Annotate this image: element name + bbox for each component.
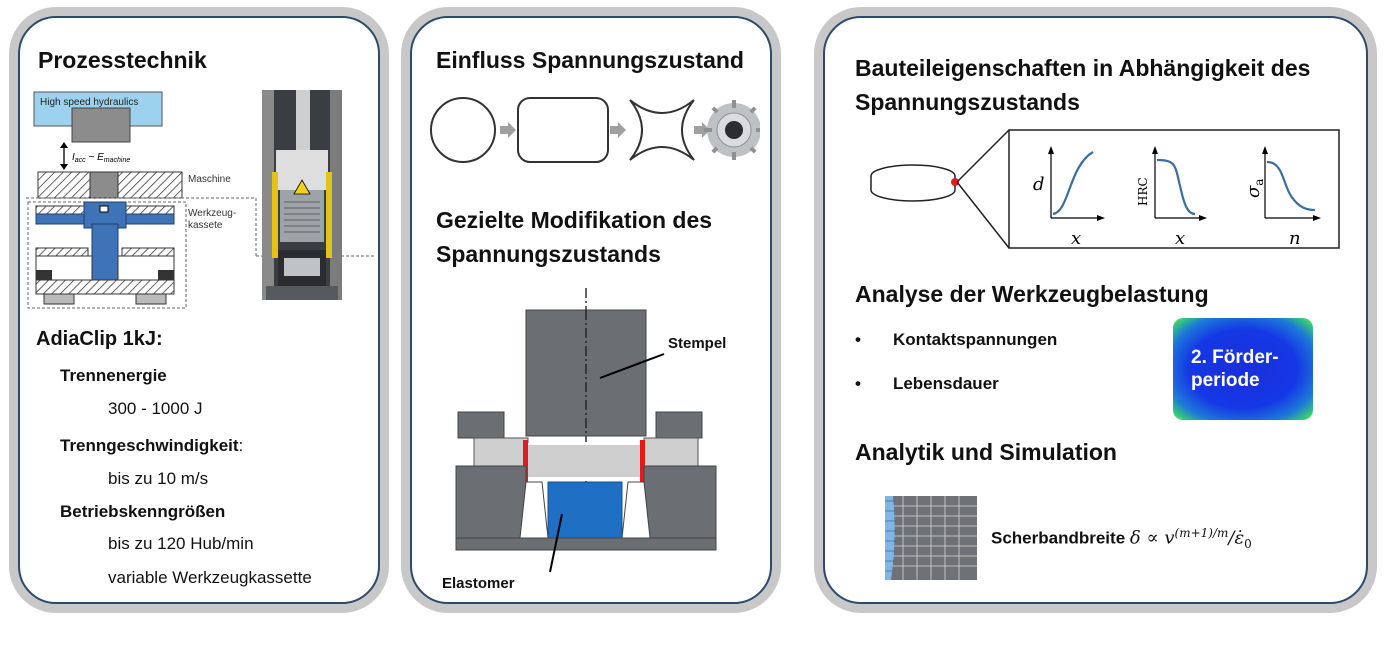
panel1-title: Prozesstechnik bbox=[38, 47, 207, 73]
svg-text:x: x bbox=[1071, 228, 1081, 249]
panel2-title: Einfluss Spannungszustand bbox=[436, 47, 744, 73]
panel-prozesstechnik: Prozesstechnik High speed hydraulics Iac… bbox=[18, 16, 380, 604]
svg-text:σa: σa bbox=[1243, 179, 1266, 198]
elastomer-block bbox=[547, 481, 623, 539]
arrow-icon bbox=[694, 122, 710, 138]
panel2-subtitle-2: Spannungszustands bbox=[436, 241, 661, 267]
panel3-title-1: Bauteileigenschaften in Abhängigkeit des bbox=[855, 55, 1311, 81]
svg-text:d: d bbox=[1033, 174, 1045, 195]
scherband-formula: Scherbandbreite δ ∝ v(m+1)/m/ε̇0 bbox=[991, 526, 1252, 552]
plot-sigma-n: σa n bbox=[1243, 146, 1321, 249]
rectangle-shape bbox=[517, 97, 609, 163]
werkzeug-label-2: kassete bbox=[188, 220, 223, 231]
panel3-title-2: Spannungszustands bbox=[855, 89, 1080, 115]
trenngeschwindigkeit-label: Trenngeschwindigkeit: bbox=[60, 436, 244, 455]
badge-line-2: periode bbox=[1191, 370, 1260, 391]
plot-hrc-x: HRC x bbox=[1136, 146, 1207, 249]
gear-icon bbox=[704, 100, 760, 160]
press-schematic: High speed hydraulics Iacc ~ Emachine Ma… bbox=[26, 90, 376, 309]
trennenergie-value: 300 - 1000 J bbox=[108, 399, 203, 418]
red-marker bbox=[951, 178, 959, 186]
adiaclip-title: AdiaClip 1kJ: bbox=[36, 328, 163, 350]
arrow-icon bbox=[500, 122, 516, 138]
plot-d-x: d x bbox=[1033, 146, 1105, 249]
panel-bauteileigenschaften: Bauteileigenschaften in Abhängigkeit des… bbox=[823, 16, 1368, 604]
betriebskenngroessen-label: Betriebskenngrößen bbox=[60, 502, 226, 521]
mesh-icon bbox=[885, 496, 977, 580]
panel2-subtitle-1: Gezielte Modifikation des bbox=[436, 207, 713, 233]
acc-formula: Iacc ~ Emachine bbox=[72, 152, 130, 164]
section2-title: Analyse der Werkzeugbelastung bbox=[855, 281, 1209, 307]
maschine-label: Maschine bbox=[188, 174, 231, 185]
machine-photo bbox=[262, 90, 342, 300]
red-marker bbox=[640, 440, 645, 482]
badge-line-1: 2. Förder- bbox=[1191, 347, 1279, 368]
panel-spannungszustand: Einfluss Spannungszustand Gezielte Modif… bbox=[410, 16, 772, 604]
kassette-value: variable Werkzeugkassette bbox=[108, 568, 312, 587]
elastomer-label: Elastomer bbox=[442, 575, 515, 592]
svg-text:n: n bbox=[1289, 228, 1301, 249]
circle-shape bbox=[430, 97, 496, 163]
stempel-label: Stempel bbox=[668, 335, 726, 352]
bullet-item: •Kontaktspannungen bbox=[855, 330, 1058, 349]
tool-crosssection: Stempel Elastomer bbox=[442, 288, 726, 592]
hydraulics-label: High speed hydraulics bbox=[40, 97, 138, 108]
shape-sequence bbox=[430, 97, 760, 163]
star-shape bbox=[629, 99, 695, 161]
werkzeug-label-1: Werkzeug- bbox=[188, 208, 236, 219]
section3-title: Analytik und Simulation bbox=[855, 439, 1117, 465]
svg-text:x: x bbox=[1175, 228, 1185, 249]
trennenergie-label: Trennenergie bbox=[60, 366, 167, 385]
property-plots: d x HRC x σa n bbox=[870, 129, 1340, 249]
plots-frame bbox=[1008, 129, 1340, 249]
foerderperiode-badge: 2. Förder- periode bbox=[1173, 318, 1313, 420]
hub-value: bis zu 120 Hub/min bbox=[108, 534, 254, 553]
red-marker bbox=[523, 440, 528, 482]
bullet-item: •Lebensdauer bbox=[855, 374, 999, 393]
arrow-icon bbox=[610, 122, 626, 138]
trenngeschwindigkeit-value: bis zu 10 m/s bbox=[108, 469, 209, 488]
svg-text:HRC: HRC bbox=[1136, 177, 1150, 206]
